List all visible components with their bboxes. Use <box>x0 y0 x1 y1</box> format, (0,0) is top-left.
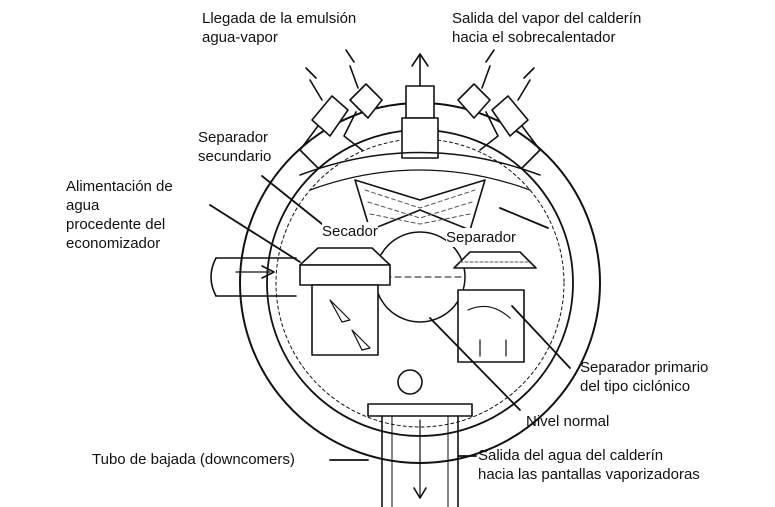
label-downcomer: Tubo de bajada (downcomers) <box>92 451 295 468</box>
secondary-separator-box <box>299 247 391 356</box>
label-separator: Separador <box>446 228 517 247</box>
label-normal-level: Nivel normal <box>526 413 610 430</box>
feedwater-inlet-pipe <box>210 257 297 297</box>
riser-nozzle-2 <box>343 49 383 151</box>
riser-nozzle-3 <box>457 49 499 151</box>
leader-normal-level <box>429 317 521 411</box>
label-dryer: Secador <box>322 222 378 241</box>
cyclone-separator <box>453 251 537 363</box>
leader-secondary-separator <box>261 175 333 233</box>
label-emulsion-inlet: Llegada de la emulsión agua-vapor <box>202 10 357 46</box>
label-steam-outlet: Salida del vapor del calderín hacia el s… <box>452 10 642 46</box>
leader-cyclone <box>511 305 571 369</box>
downcomer-pipe <box>367 369 473 507</box>
steam-collector <box>299 151 541 176</box>
label-feedwater: Alimentación de agua procedente del econ… <box>66 178 173 252</box>
steam-outlet-nozzle <box>401 53 439 159</box>
leader-lines <box>209 175 571 461</box>
leader-feedwater <box>209 204 301 263</box>
label-cyclone-separator: Separador primario del tipo ciclónico <box>580 359 709 395</box>
label-secondary-separator: Separador secundario <box>198 129 272 165</box>
leader-separator <box>499 207 549 229</box>
riser-nozzle-1 <box>299 67 349 169</box>
label-water-outlet: Salida del agua del calderín hacia las p… <box>478 447 700 483</box>
riser-nozzle-4 <box>491 67 541 169</box>
